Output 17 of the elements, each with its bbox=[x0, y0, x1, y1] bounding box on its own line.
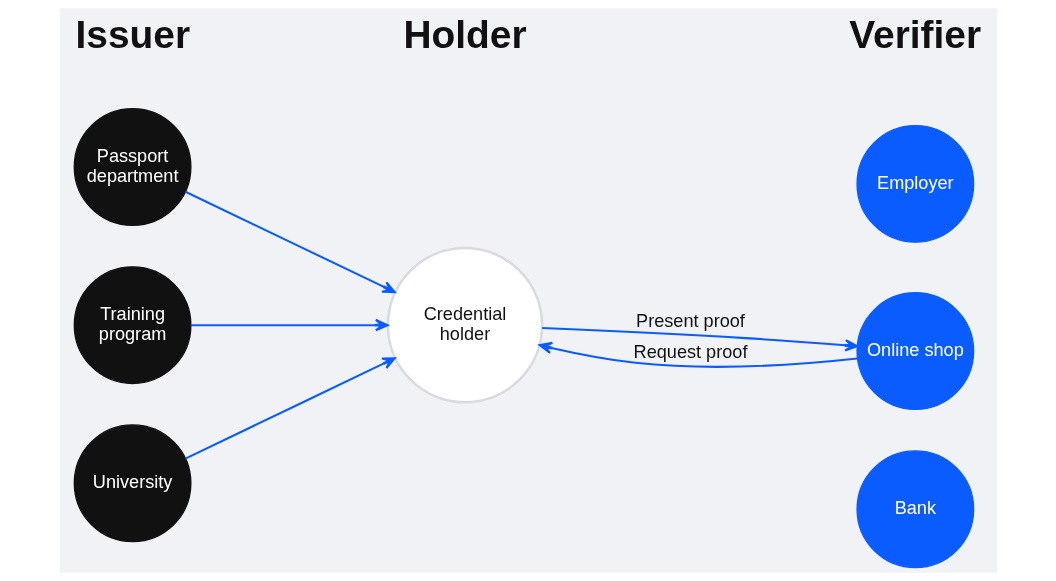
edge-label: Present proof bbox=[635, 310, 745, 331]
node-circle: Online shop bbox=[855, 292, 974, 411]
node-circle: Training program bbox=[73, 266, 192, 385]
label: Verifier bbox=[848, 13, 981, 57]
node-circle: Employer bbox=[855, 124, 974, 243]
node-circle: Passport department bbox=[73, 108, 192, 227]
edge-label: Request proof bbox=[633, 341, 747, 362]
arrow bbox=[190, 318, 389, 332]
label: Issuer bbox=[75, 13, 190, 57]
arrow bbox=[541, 327, 858, 352]
node-circle: Bank bbox=[855, 450, 974, 569]
label: Holder bbox=[402, 13, 527, 57]
node-circle: Credential holder bbox=[386, 246, 543, 404]
arrow bbox=[184, 357, 396, 460]
node-circle: University bbox=[73, 424, 192, 543]
arrow bbox=[184, 190, 396, 294]
arrow bbox=[538, 341, 857, 368]
